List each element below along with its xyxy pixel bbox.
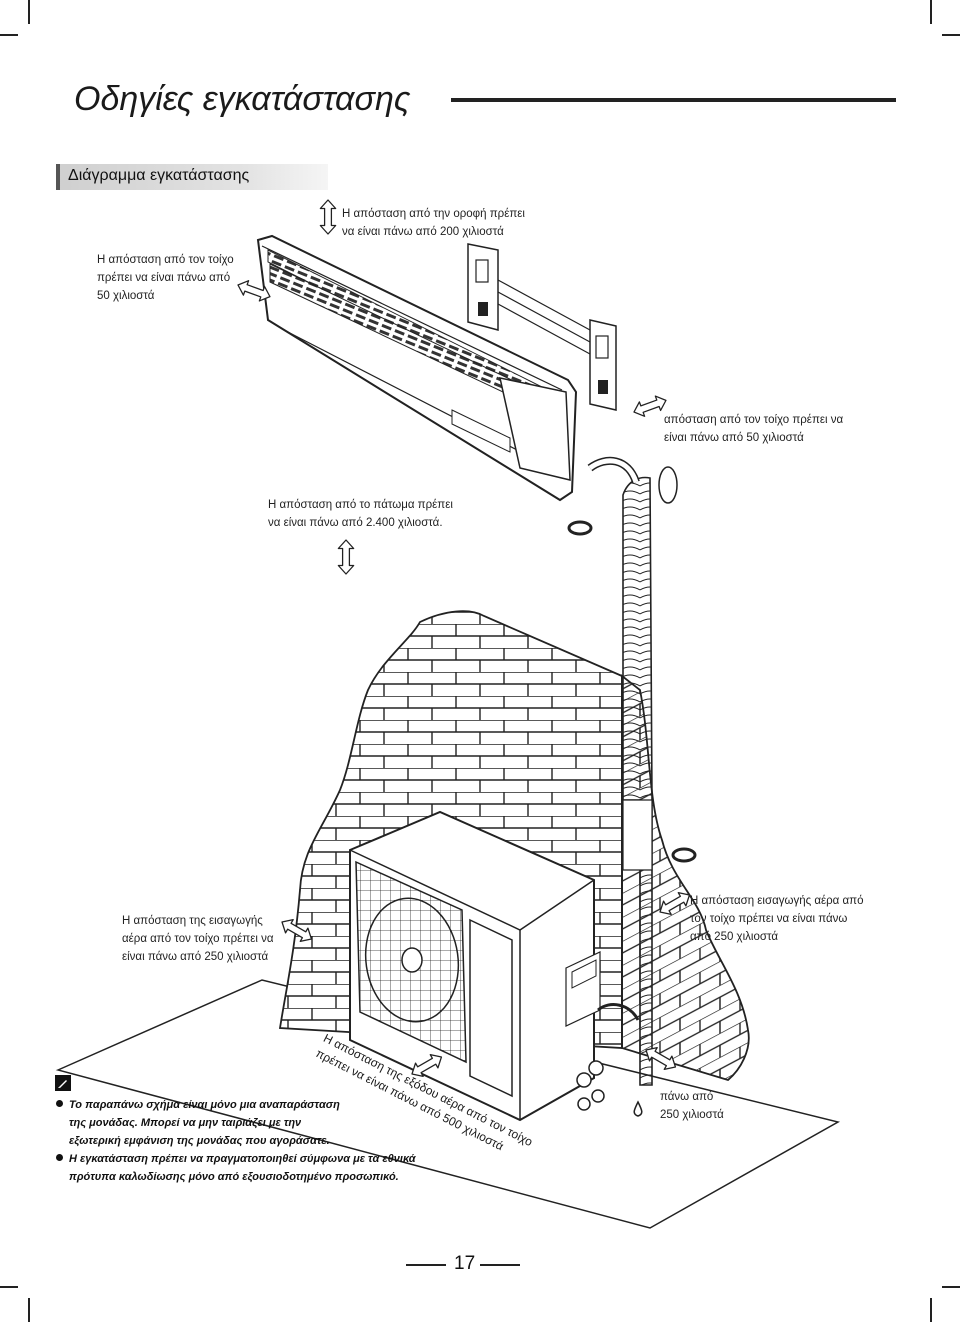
page-title: Οδηγίες εγκατάστασης	[74, 80, 411, 118]
double-arrow-icon	[337, 539, 355, 575]
bullet-icon	[56, 1154, 63, 1161]
pencil-note-icon	[55, 1075, 71, 1091]
section-header-bar	[56, 164, 328, 190]
crop-mark	[28, 0, 30, 24]
mounting-plate	[467, 243, 617, 411]
indoor-unit	[256, 234, 578, 502]
double-arrow-icon	[319, 199, 337, 235]
bullet-icon	[56, 1100, 63, 1107]
page-number: 17	[454, 1253, 476, 1274]
outdoor-unit	[349, 810, 605, 1122]
section-header-edge	[56, 164, 60, 190]
left-wall-clearance-label: Η απόσταση από τον τοίχο πρέπει να είναι…	[97, 254, 234, 302]
title-background	[66, 90, 451, 130]
right-air-inlet-label: Η απόσταση εισαγωγής αέρα από τον τοίχο …	[690, 895, 864, 943]
left-air-inlet-label: Η απόσταση της εισαγωγής αέρα από τον το…	[122, 915, 274, 963]
crop-mark	[0, 34, 18, 36]
crop-mark	[0, 1286, 18, 1288]
title-rule	[66, 98, 896, 102]
ceiling-clearance-label: Η απόσταση από την οροφή πρέπει να είναι…	[342, 208, 525, 238]
refrigerant-pipe	[567, 456, 697, 1086]
crop-mark	[930, 0, 932, 24]
crop-mark	[930, 1298, 932, 1322]
right-wall-clearance-label: απόσταση από τον τοίχο πρέπει να είναι π…	[664, 414, 844, 444]
water-drop-icon	[633, 1100, 643, 1117]
footnote-installation: Η εγκατάσταση πρέπει να πραγματοποιηθεί …	[56, 1150, 416, 1186]
section-title: Διάγραμμα εγκατάστασης	[68, 167, 250, 184]
floor-plane	[55, 979, 841, 1229]
crop-mark	[942, 34, 960, 36]
floor-clearance-label: Η απόσταση από το πάτωμα πρέπει να είναι…	[268, 499, 453, 529]
footnote-representation: Το παραπάνω σχήμα είναι μόνο μια αναπαρά…	[56, 1096, 340, 1150]
crop-mark	[942, 1286, 960, 1288]
crop-mark	[28, 1298, 30, 1322]
double-arrow-icon	[630, 392, 670, 420]
side-clearance-label: πάνω από 250 χιλιοστά	[660, 1091, 724, 1121]
